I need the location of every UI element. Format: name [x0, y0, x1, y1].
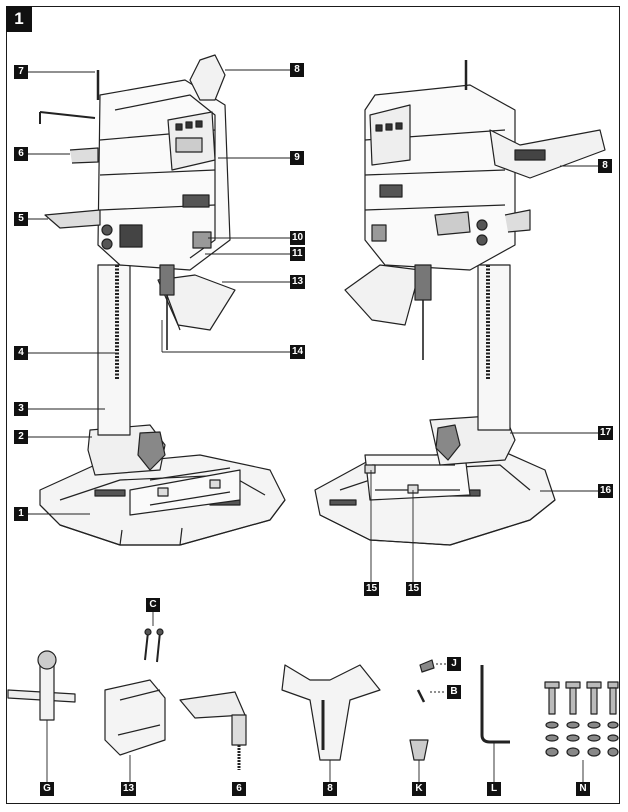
- accessory-label-13: 13: [121, 782, 137, 796]
- accessories-illustrations: [7, 612, 619, 782]
- figure-number: 1: [6, 6, 32, 32]
- accessory-label-B: B: [447, 685, 461, 699]
- callout-4: 4: [14, 346, 28, 360]
- callout-8-right: 8: [598, 159, 612, 173]
- callout-7: 7: [14, 65, 28, 79]
- callout-1: 1: [14, 507, 28, 521]
- figure-frame: [6, 6, 620, 804]
- callout-17: 17: [598, 426, 614, 440]
- leader-lines: [28, 69, 598, 582]
- callout-8-top: 8: [290, 63, 304, 77]
- accessory-label-C: C: [146, 598, 160, 612]
- callout-13-top: 13: [290, 275, 306, 289]
- callout-14: 14: [290, 345, 306, 359]
- accessory-label-N: N: [576, 782, 590, 796]
- left-drill-press: [39, 54, 286, 546]
- callout-16: 16: [598, 484, 614, 498]
- callout-9: 9: [290, 151, 304, 165]
- callout-2: 2: [14, 430, 28, 444]
- callout-15-a: 15: [364, 582, 380, 596]
- accessory-label-L: L: [487, 782, 501, 796]
- accessory-label-8: 8: [323, 782, 337, 796]
- accessory-label-K: K: [412, 782, 426, 796]
- accessory-label-J: J: [447, 657, 461, 671]
- callout-5: 5: [14, 212, 28, 226]
- callout-10: 10: [290, 231, 306, 245]
- callout-6: 6: [14, 147, 28, 161]
- callout-3: 3: [14, 402, 28, 416]
- callout-15-b: 15: [406, 582, 422, 596]
- accessory-label-6: 6: [232, 782, 246, 796]
- accessory-label-G: G: [40, 782, 54, 796]
- callout-11: 11: [290, 247, 305, 261]
- right-drill-press: [314, 60, 606, 546]
